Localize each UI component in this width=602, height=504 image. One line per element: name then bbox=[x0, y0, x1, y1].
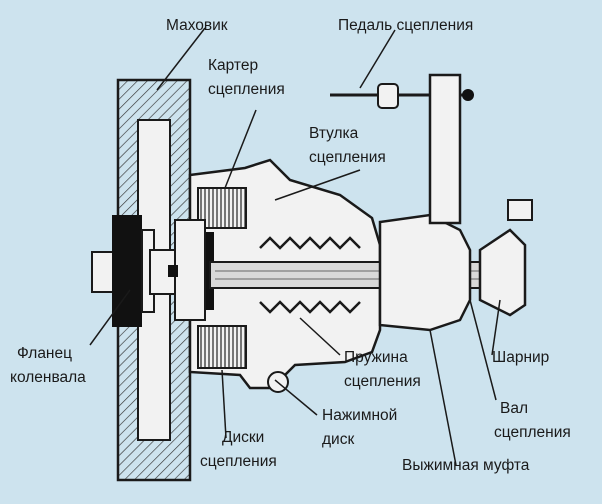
label-discs-1: Диски bbox=[222, 429, 264, 446]
leader-lines bbox=[89, 27, 501, 466]
label-shaft-1: Вал bbox=[500, 400, 528, 417]
label-flange-2: коленвала bbox=[10, 369, 86, 386]
label-housing-1: Картер bbox=[208, 57, 258, 74]
hinge bbox=[478, 199, 533, 317]
release-bearing bbox=[378, 213, 472, 332]
label-pressure-2: диск bbox=[322, 431, 354, 448]
pedal-linkage bbox=[330, 73, 474, 225]
label-spring-1: Пружина bbox=[344, 349, 408, 366]
label-release: Выжимная муфта bbox=[402, 457, 530, 474]
label-discs-2: сцепления bbox=[200, 453, 277, 470]
label-spring-2: сцепления bbox=[344, 373, 421, 390]
labels: Маховик Педаль сцепления Картер сцеплени… bbox=[10, 17, 571, 474]
clutch-spring bbox=[259, 236, 361, 314]
label-housing-2: сцепления bbox=[208, 81, 285, 98]
label-flange-1: Фланец bbox=[17, 345, 72, 362]
label-shaft-2: сцепления bbox=[494, 424, 571, 441]
label-clutch-pedal: Педаль сцепления bbox=[338, 17, 473, 34]
label-flywheel: Маховик bbox=[166, 17, 228, 34]
label-bushing-2: сцепления bbox=[309, 149, 386, 166]
pressure-plate bbox=[168, 219, 206, 321]
label-hinge: Шарнир bbox=[492, 349, 549, 366]
label-pressure-1: Нажимной bbox=[322, 407, 397, 424]
label-bushing-1: Втулка bbox=[309, 125, 359, 142]
